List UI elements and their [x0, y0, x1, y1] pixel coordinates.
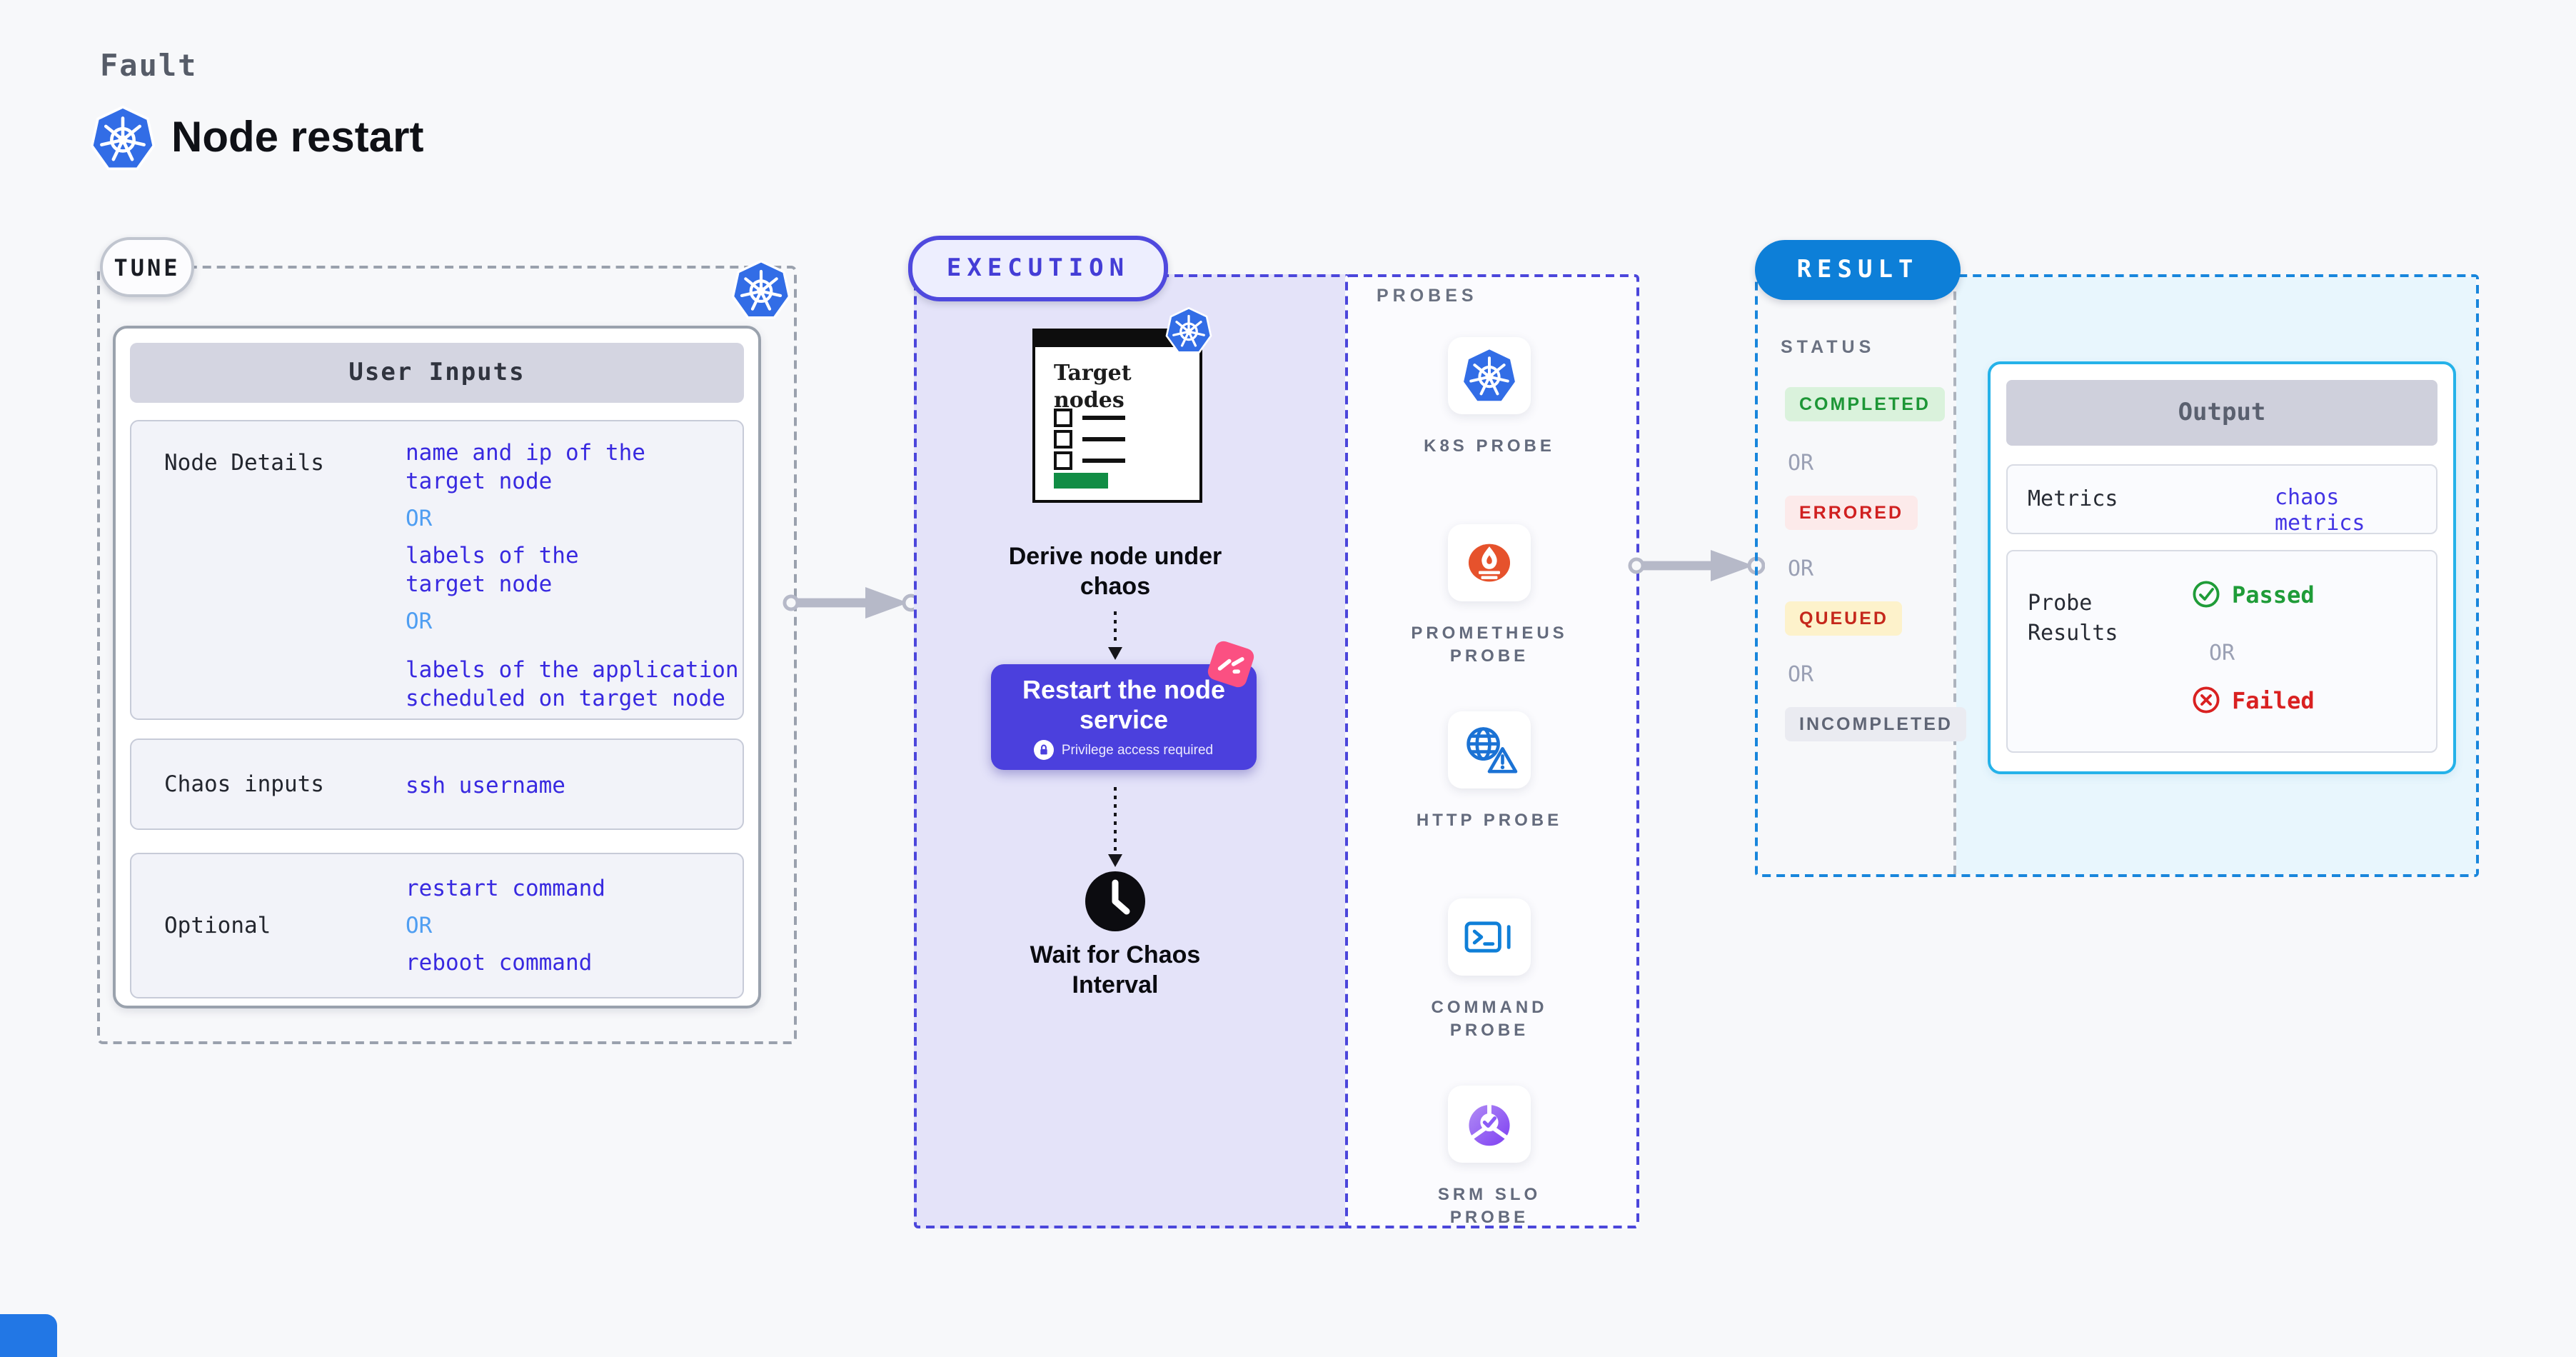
status-badge-incompleted: INCOMPLETED [1785, 707, 1967, 741]
table-row-chaos-inputs: Chaos inputs ssh username [130, 738, 744, 830]
prometheus-icon [1458, 531, 1521, 594]
user-inputs-table: User Inputs Node Details name and ip of … [113, 326, 761, 1008]
checklist-item [1054, 430, 1125, 449]
kubernetes-icon [1165, 307, 1212, 354]
privilege-note: Privilege access required [1061, 742, 1214, 758]
check-circle-icon [2192, 580, 2220, 609]
kubernetes-icon [90, 106, 156, 171]
probe-card-http [1448, 711, 1531, 788]
corner-accent [0, 1314, 57, 1357]
chaos-fault-icon [1205, 639, 1257, 690]
checkbox-icon [1054, 409, 1072, 427]
x-circle-icon [2192, 686, 2220, 714]
lock-icon [1034, 740, 1055, 760]
terminal-icon [1461, 908, 1518, 966]
output-row-probe-results: Probe Results Passed OR Failed [2006, 550, 2437, 753]
probe-card-prometheus [1448, 524, 1531, 601]
or-separator: OR [406, 506, 433, 531]
status-badge-completed: COMPLETED [1785, 387, 1945, 421]
checkbox-icon [1054, 430, 1072, 449]
target-nodes-title: Target nodes [1054, 360, 1132, 413]
or-separator: OR [406, 609, 433, 634]
or-separator: OR [1788, 661, 1814, 687]
input-value: labels of the application scheduled on t… [406, 657, 739, 711]
arrow-execution-to-result [1628, 546, 1765, 586]
input-value: reboot command [406, 950, 593, 976]
or-separator: OR [406, 913, 433, 938]
status-label: STATUS [1781, 337, 1876, 357]
probes-label: PROBES [1377, 286, 1478, 306]
list-line [1082, 437, 1125, 441]
output-header: Output [2006, 380, 2437, 446]
probe-result-passed: Passed [2192, 580, 2315, 609]
probe-card-command [1448, 898, 1531, 976]
probe-label: SRM SLO PROBE [1437, 1184, 1541, 1227]
checklist-item [1054, 451, 1125, 470]
table-row-node-details: Node Details name and ip of the target n… [130, 420, 744, 720]
output-card: Output Metrics chaos metrics Probe Resul… [1988, 361, 2456, 774]
input-value: labels of the target node [406, 543, 579, 597]
execution-section-pill: EXECUTION [908, 236, 1168, 301]
user-inputs-header: User Inputs [130, 343, 744, 403]
arrow-tune-to-execution [783, 583, 920, 623]
step-derive-caption: Derive node under chaos [1008, 543, 1222, 600]
globe-warning-icon [1459, 720, 1519, 780]
output-row-metrics: Metrics chaos metrics [2006, 464, 2437, 536]
page-title: Node restart [171, 114, 424, 161]
probe-card-k8s [1448, 337, 1531, 414]
or-separator: OR [1788, 450, 1814, 476]
clock-icon [1084, 870, 1147, 933]
status-badge-queued: QUEUED [1785, 601, 1903, 636]
kubernetes-icon [731, 260, 791, 320]
input-value: restart command [406, 876, 605, 901]
result-section-pill: RESULT [1755, 240, 1961, 300]
restart-step-title: Restart the node service [1022, 676, 1226, 734]
tune-section-box [97, 266, 797, 1044]
restart-node-service-step: Restart the node service Privilege acces… [991, 664, 1257, 770]
checklist-item [1054, 409, 1125, 427]
probe-label: HTTP PROBE [1416, 810, 1563, 830]
target-nodes-card: Target nodes [1032, 329, 1202, 503]
list-line [1082, 416, 1125, 420]
probe-result-failed: Failed [2192, 686, 2315, 714]
or-separator: OR [1788, 556, 1814, 581]
probe-label: COMMAND PROBE [1431, 997, 1548, 1040]
metrics-value: chaos metrics [2275, 484, 2365, 536]
result-divider [1953, 277, 1956, 874]
tune-section-pill: TUNE [100, 237, 194, 297]
checkbox-icon [1054, 451, 1072, 470]
list-line [1082, 459, 1125, 463]
step-wait-caption: Wait for Chaos Interval [1030, 941, 1201, 998]
input-value: name and ip of the target node [406, 440, 645, 494]
kubernetes-icon [1461, 347, 1518, 404]
probe-card-srm-slo [1448, 1086, 1531, 1163]
probe-label: K8S PROBE [1424, 436, 1555, 456]
status-badge-errored: ERRORED [1785, 496, 1918, 530]
table-row-optional: Optional restart command OR reboot comma… [130, 853, 744, 998]
fault-kicker: Fault [100, 49, 198, 83]
slo-pie-check-icon [1459, 1094, 1519, 1154]
probe-label: PROMETHEUS PROBE [1411, 623, 1568, 666]
input-value: ssh username [406, 773, 565, 798]
or-separator: OR [2209, 640, 2235, 666]
green-progress-bar [1054, 473, 1108, 489]
